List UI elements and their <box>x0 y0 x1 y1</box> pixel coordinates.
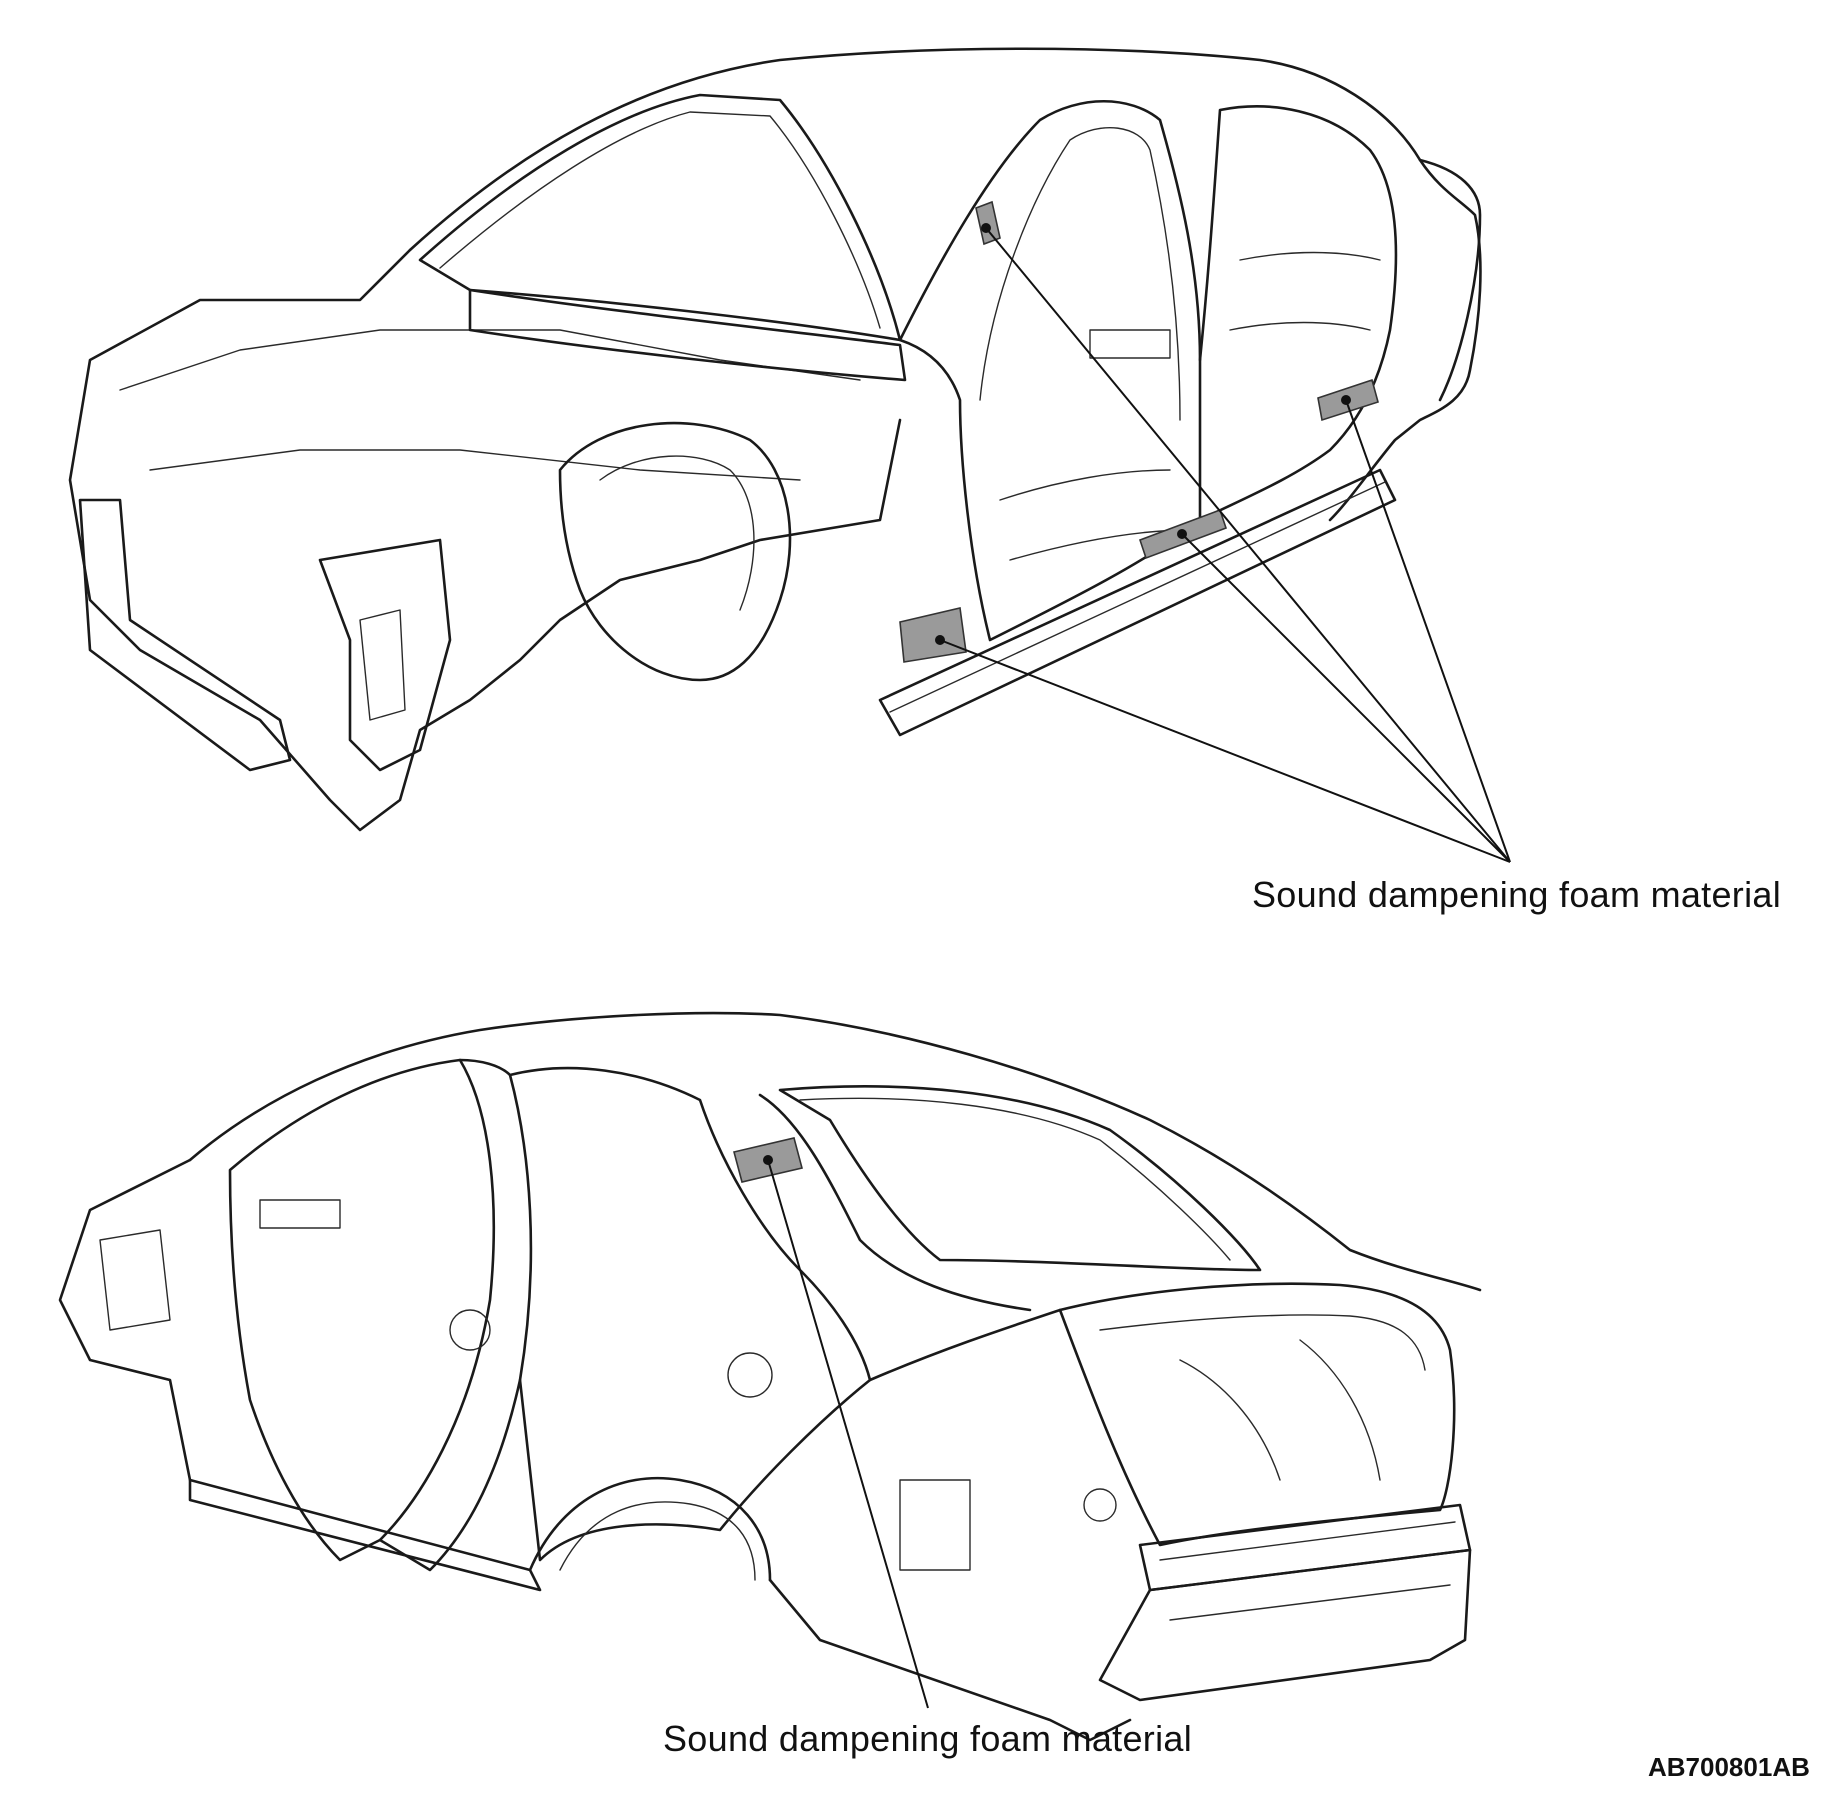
side-sill <box>878 468 1397 737</box>
front-wheelhouse <box>558 421 792 682</box>
top-callout-label: Sound dampening foam material <box>1252 874 1782 915</box>
foam-a-pillar-lower <box>899 607 967 663</box>
rear-view-front-door <box>228 1058 496 1562</box>
radiator-support <box>78 498 292 772</box>
quarter-panel <box>768 1308 1132 1742</box>
front-door-opening <box>898 99 1202 642</box>
front-apron <box>68 248 902 832</box>
rear-window <box>778 1085 1262 1272</box>
front-body-structure-view <box>68 47 1511 863</box>
figure-id-label: AB700801AB <box>1648 1752 1810 1782</box>
b-pillar <box>378 1058 533 1572</box>
windshield-frame <box>418 93 902 342</box>
top-leader-lines <box>935 223 1511 863</box>
cowl-panel <box>468 288 907 382</box>
trunk-opening <box>1058 1282 1456 1547</box>
rocker-rear-view <box>188 1478 542 1592</box>
c-pillar <box>758 1093 1032 1312</box>
rear-quarter-panel <box>1418 158 1482 402</box>
rear-wheel-arch <box>528 1476 772 1582</box>
rear-view-rear-door <box>508 1066 872 1562</box>
foam-a-pillar-upper <box>975 200 1001 246</box>
roof-outline <box>408 47 1482 522</box>
rear-body-structure-view <box>58 1011 1482 1742</box>
rear-panel <box>1138 1503 1472 1592</box>
bottom-leader-line <box>763 1155 929 1709</box>
front-stub-rear-view <box>58 1158 192 1482</box>
bottom-callout-label: Sound dampening foam material <box>663 1718 1193 1759</box>
rear-door-opening <box>1198 105 1398 522</box>
rear-roof-outline <box>188 1011 1482 1292</box>
